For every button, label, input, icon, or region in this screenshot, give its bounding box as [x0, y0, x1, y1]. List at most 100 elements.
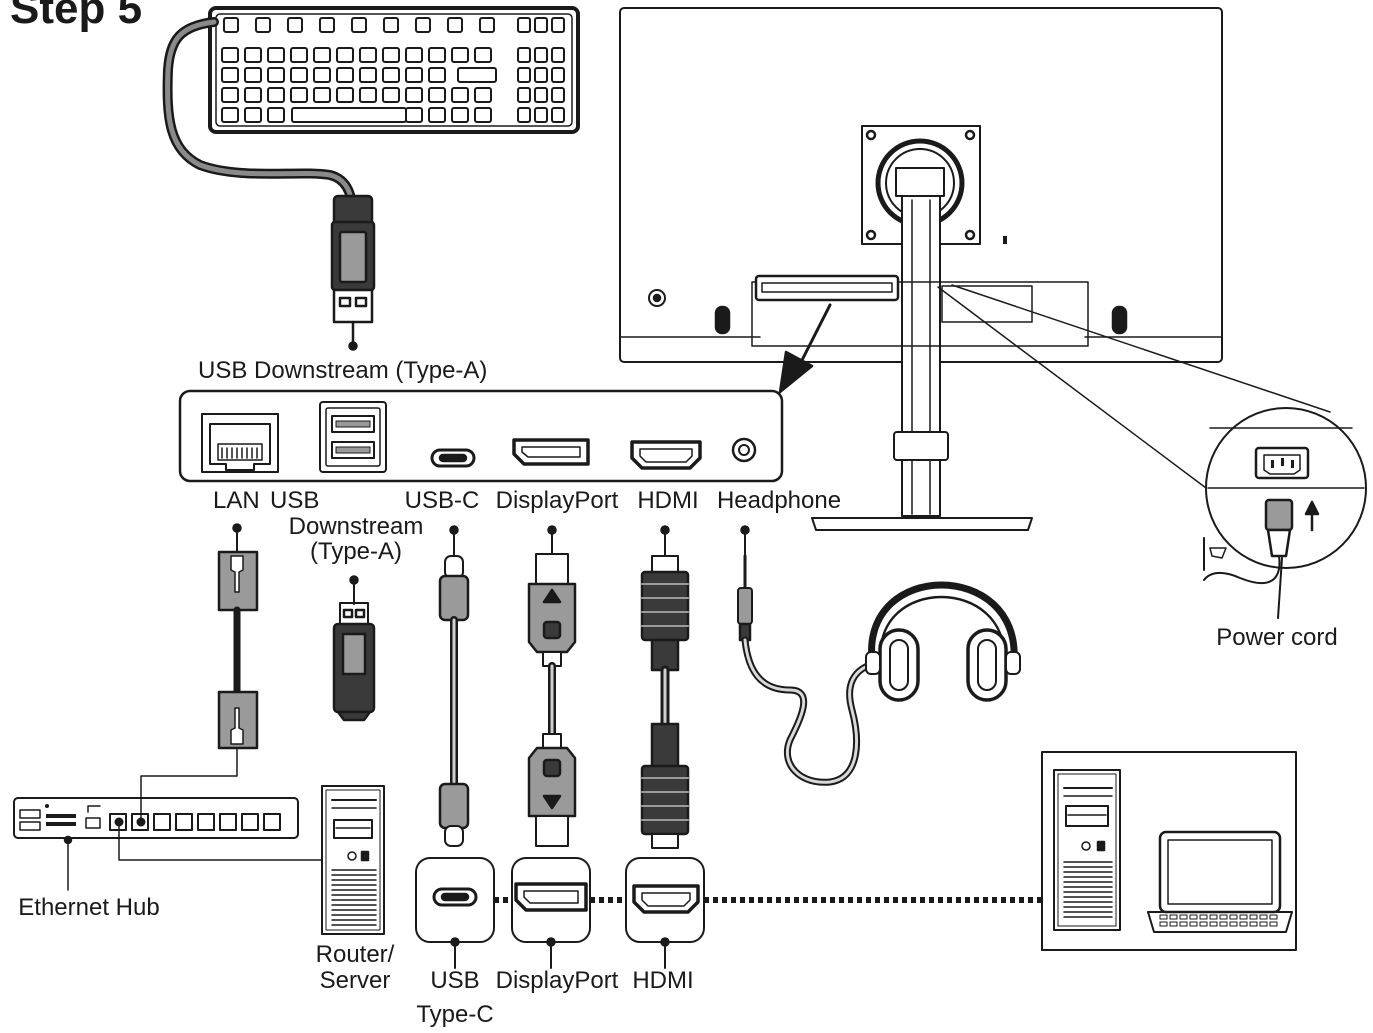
key	[517, 87, 531, 103]
key	[534, 47, 548, 63]
laptop-key	[1179, 921, 1188, 927]
key	[267, 67, 285, 83]
laptop-key	[1269, 914, 1278, 920]
bottom-usb-c-port	[415, 857, 495, 969]
rj45-cable	[140, 523, 259, 821]
io-panel	[178, 389, 784, 483]
key	[428, 87, 446, 103]
key	[428, 67, 446, 83]
downstream-label: Downstream	[289, 513, 424, 540]
key	[517, 47, 531, 63]
laptop-key	[1239, 921, 1248, 927]
key	[474, 87, 492, 103]
usb-c-label: USB-C	[405, 487, 480, 514]
key	[287, 17, 303, 33]
type-a-label: (Type-A)	[310, 538, 402, 565]
displayport-cable	[527, 525, 577, 847]
power-cord-leader	[1277, 557, 1283, 619]
hub-port	[175, 813, 193, 831]
laptop-key	[1269, 921, 1278, 927]
key	[382, 47, 400, 63]
power-magnifier	[937, 284, 1367, 619]
usb-c-cable	[438, 525, 470, 847]
audio-cable	[737, 525, 884, 786]
key	[474, 107, 492, 123]
key	[351, 17, 367, 33]
key	[290, 47, 308, 63]
key	[405, 47, 423, 63]
key	[551, 87, 565, 103]
key	[551, 67, 565, 83]
laptop-key	[1219, 921, 1228, 927]
key	[255, 17, 271, 33]
bottom-displayport-port	[511, 857, 591, 969]
usb-a-ports-icon	[319, 401, 387, 473]
hdmi-label: HDMI	[637, 487, 698, 514]
key	[244, 87, 262, 103]
key	[457, 67, 497, 83]
key	[359, 67, 377, 83]
key	[336, 47, 354, 63]
bottom-displayport-label: DisplayPort	[496, 967, 619, 994]
keyboard-cable	[162, 17, 357, 215]
hub-port	[241, 813, 259, 831]
laptop-key	[1249, 921, 1258, 927]
key	[313, 87, 331, 103]
key	[359, 87, 377, 103]
laptop-key	[1189, 921, 1198, 927]
panel-arrow	[778, 303, 832, 394]
key	[415, 17, 431, 33]
laptop-key	[1199, 914, 1208, 920]
laptop-key	[1229, 914, 1238, 920]
hdmi-port-icon	[630, 440, 702, 470]
key	[221, 107, 239, 123]
key	[336, 87, 354, 103]
laptop-key	[1179, 914, 1188, 920]
key	[382, 67, 400, 83]
key	[405, 87, 423, 103]
bottom-hdmi-port	[625, 857, 705, 969]
laptop-key	[1199, 921, 1208, 927]
laptop-key	[1209, 914, 1218, 920]
key	[313, 67, 331, 83]
keyboard-icon	[208, 6, 580, 134]
server-label: Server	[320, 967, 391, 994]
key	[551, 107, 565, 123]
bottom-usb-label: USB	[430, 967, 479, 994]
usb-plug-icon	[332, 575, 376, 722]
key	[244, 67, 262, 83]
key	[221, 47, 239, 63]
tower-pc-icon	[1053, 769, 1121, 931]
hub-port	[263, 813, 281, 831]
key	[405, 67, 423, 83]
key	[267, 47, 285, 63]
usb-c-plug-icon	[438, 782, 470, 847]
key	[221, 87, 239, 103]
hub-port-led	[136, 817, 146, 827]
laptop-key	[1189, 914, 1198, 920]
key	[359, 47, 377, 63]
bottom-hdmi-label: HDMI	[632, 967, 693, 994]
key	[267, 107, 285, 123]
key	[551, 47, 565, 63]
hub-port	[219, 813, 237, 831]
audio-jack-icon	[737, 554, 753, 642]
laptop-key	[1229, 921, 1238, 927]
key	[551, 17, 565, 33]
laptop-key	[1239, 914, 1248, 920]
space-key	[291, 107, 407, 123]
key	[336, 67, 354, 83]
lan-label: LAN	[213, 487, 260, 514]
laptop-key	[1259, 914, 1268, 920]
displayport-plug-icon	[527, 733, 577, 847]
key	[244, 47, 262, 63]
tower-pc-icon	[321, 785, 385, 935]
laptop-key	[1169, 914, 1178, 920]
laptop-icon	[1147, 830, 1293, 933]
key	[517, 17, 531, 33]
key	[479, 17, 495, 33]
displayport-plug-icon	[527, 553, 577, 667]
key	[383, 17, 399, 33]
power-cord-label: Power cord	[1216, 624, 1337, 651]
